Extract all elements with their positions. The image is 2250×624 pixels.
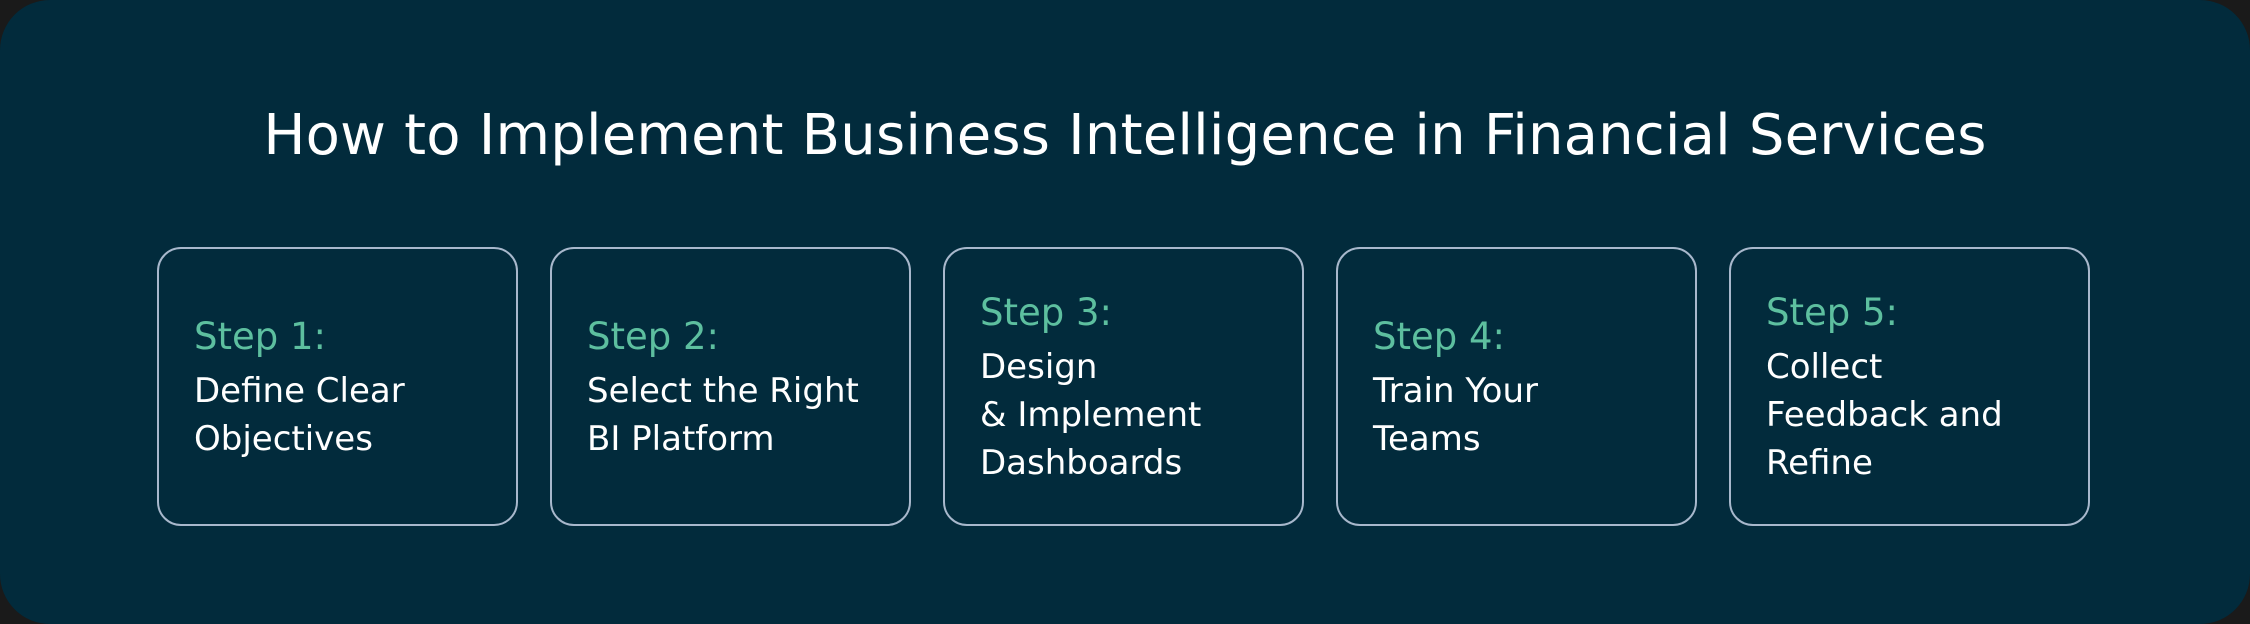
step-card-3: Step 3: Design & Implement Dashboards [943, 247, 1304, 526]
step-description: Train Your Teams [1373, 370, 1538, 459]
step-description: Select the Right BI Platform [587, 370, 859, 459]
step-label: Step 4: [1373, 314, 1506, 358]
step-description: Design & Implement Dashboards [980, 346, 1202, 483]
step-card-5: Step 5: Collect Feedback and Refine [1729, 247, 2090, 526]
step-description: Define Clear Objectives [194, 370, 405, 459]
page-title: How to Implement Business Intelligence i… [263, 103, 1987, 168]
step-label: Step 3: [980, 290, 1113, 334]
step-description: Collect Feedback and Refine [1766, 346, 2003, 483]
step-card-1: Step 1: Define Clear Objectives [157, 247, 518, 526]
step-label: Step 2: [587, 314, 720, 358]
step-card-4: Step 4: Train Your Teams [1336, 247, 1697, 526]
step-card-2: Step 2: Select the Right BI Platform [550, 247, 911, 526]
step-label: Step 5: [1766, 290, 1899, 334]
step-label: Step 1: [194, 314, 327, 358]
